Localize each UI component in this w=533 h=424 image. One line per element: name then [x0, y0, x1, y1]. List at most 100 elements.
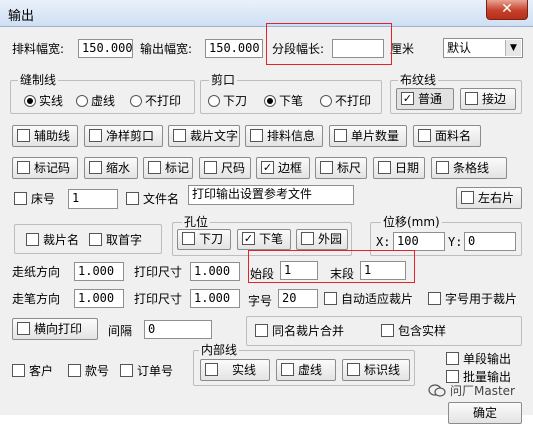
auxiliary-line-checkbox[interactable]: 辅助线	[12, 125, 78, 147]
checkbox-icon	[14, 192, 27, 205]
unit-select[interactable]: 默认 ▼	[443, 38, 523, 58]
cut-pen-radio[interactable]: 下笔	[264, 92, 303, 110]
seam-solid-radio[interactable]: 实线	[24, 92, 63, 110]
pen-print-size-input[interactable]: 1.000	[190, 289, 240, 308]
layout-info-checkbox[interactable]: 排料信息	[245, 125, 323, 147]
merge-same-name-checkbox[interactable]: 同名裁片合并	[255, 322, 344, 340]
checkbox-icon	[26, 233, 39, 246]
checkbox-icon	[418, 129, 431, 142]
single-output-label: 单段输出	[463, 352, 512, 366]
piece-text-checkbox[interactable]: 裁片文字	[168, 125, 240, 147]
piece-count-checkbox[interactable]: 单片数量	[329, 125, 407, 147]
merge-group	[246, 316, 522, 346]
ok-button[interactable]: 确定	[448, 402, 522, 424]
filename-checkbox[interactable]: 文件名	[126, 190, 179, 208]
cut-group	[200, 80, 382, 114]
mark-code-checkbox[interactable]: 标记码	[12, 157, 78, 179]
grain-edge-button[interactable]: 接边	[460, 88, 516, 110]
checkbox-icon	[12, 364, 25, 377]
batch-output-label: 批量输出	[463, 370, 512, 384]
filename-input[interactable]: 打印输出设置参考文件	[188, 185, 354, 205]
pen-direction-label: 走笔方向	[12, 292, 61, 306]
cut-knife-label: 下刀	[223, 94, 248, 108]
border-checkbox[interactable]: ✓边框	[256, 157, 310, 179]
cut-none-radio[interactable]: 不打印	[320, 92, 371, 110]
checkbox-checked-icon: ✓	[401, 92, 414, 105]
seam-none-label: 不打印	[145, 94, 182, 108]
grain-group-title: 布纹线	[398, 72, 439, 88]
grain-group	[390, 80, 522, 114]
checkbox-icon	[347, 363, 360, 376]
fabric-name-checkbox[interactable]: 面料名	[413, 125, 481, 147]
checkbox-icon	[378, 161, 391, 174]
chevron-down-icon[interactable]: ▼	[505, 40, 521, 56]
left-right-button[interactable]: 左右片	[456, 187, 522, 209]
pen-direction-input[interactable]: 1.000	[74, 289, 124, 308]
seg-width-input[interactable]	[332, 39, 384, 58]
offset-y-input[interactable]: 0	[464, 232, 516, 251]
inner-solid-label: 实线	[232, 363, 257, 377]
auto-fit-checkbox[interactable]: 自动适应裁片	[324, 290, 413, 308]
checkbox-icon	[205, 363, 218, 376]
hole-knife-checkbox[interactable]: 下刀	[177, 229, 231, 250]
hole-pen-checkbox[interactable]: ✓下笔	[237, 229, 291, 250]
ruler-label: 标尺	[337, 161, 362, 175]
segment-end-input[interactable]: 1	[360, 261, 406, 280]
mark-label: 标记	[165, 161, 190, 175]
cut-width-label: 排料幅宽:	[12, 42, 65, 56]
net-notch-checkbox[interactable]: 净样剪口	[84, 125, 163, 147]
paper-direction-input[interactable]: 1.000	[74, 262, 124, 281]
font-for-piece-checkbox[interactable]: 字号用于裁片	[428, 290, 517, 308]
close-button[interactable]: ✕	[486, 0, 528, 20]
mark-code-label: 标记码	[34, 161, 71, 175]
first-char-label: 取首字	[106, 233, 143, 247]
offset-x-input[interactable]: 100	[393, 232, 445, 251]
seam-dashed-radio[interactable]: 虚线	[76, 92, 115, 110]
paper-print-size-input[interactable]: 1.000	[190, 262, 240, 281]
order-number-checkbox[interactable]: 订单号	[120, 362, 173, 380]
single-output-checkbox[interactable]: 单段输出	[446, 350, 511, 368]
ruler-checkbox[interactable]: 标尺	[315, 157, 367, 179]
inner-solid-button[interactable]: 实线	[200, 359, 270, 381]
style-number-checkbox[interactable]: 款号	[68, 362, 109, 380]
inner-mark-line-button[interactable]: 标识线	[342, 359, 410, 381]
date-checkbox[interactable]: 日期	[373, 157, 425, 179]
offset-group-title: 位移(mm)	[381, 214, 442, 230]
checkbox-icon	[381, 324, 394, 337]
checkbox-icon	[301, 232, 314, 245]
cut-pen-label: 下笔	[279, 94, 304, 108]
watermark-text: 问厂Master	[450, 384, 515, 398]
shrink-checkbox[interactable]: 缩水	[84, 157, 138, 179]
grid-line-checkbox[interactable]: 条格线	[431, 157, 507, 179]
checkbox-icon	[255, 324, 268, 337]
size-checkbox[interactable]: 尺码	[199, 157, 251, 179]
cut-knife-radio[interactable]: 下刀	[208, 92, 247, 110]
hole-circle-checkbox[interactable]: 外园	[296, 229, 348, 250]
mark-checkbox[interactable]: 标记	[143, 157, 193, 179]
seam-none-radio[interactable]: 不打印	[130, 92, 181, 110]
checkbox-icon	[465, 92, 478, 105]
checkbox-icon	[461, 191, 474, 204]
out-width-input[interactable]: 150.000	[205, 39, 263, 58]
inner-dashed-button[interactable]: 虚线	[276, 359, 336, 381]
checkbox-icon	[446, 352, 459, 365]
grain-normal-label: 普通	[418, 92, 443, 106]
checkbox-icon	[250, 129, 263, 142]
cut-width-input[interactable]: 150.000	[78, 39, 133, 58]
landscape-print-button[interactable]: 横向打印	[12, 318, 98, 340]
batch-output-checkbox[interactable]: 批量输出	[446, 368, 511, 386]
font-size-input[interactable]: 20	[278, 289, 318, 308]
merge-same-name-label: 同名裁片合并	[272, 324, 345, 338]
segment-start-input[interactable]: 1	[280, 261, 318, 280]
client-checkbox[interactable]: 客户	[12, 362, 53, 380]
bed-number-input[interactable]: 1	[68, 189, 118, 209]
gap-input[interactable]: 0	[144, 320, 212, 339]
contain-sample-checkbox[interactable]: 包含实样	[381, 322, 446, 340]
grain-normal-button[interactable]: ✓ 普通	[396, 88, 454, 110]
piece-name-checkbox[interactable]: 裁片名	[26, 231, 79, 249]
net-notch-label: 净样剪口	[106, 129, 155, 143]
first-char-checkbox[interactable]: 取首字	[89, 231, 142, 249]
grain-edge-label: 接边	[482, 92, 507, 106]
seam-group	[10, 80, 195, 114]
bed-number-checkbox[interactable]: 床号	[14, 190, 55, 208]
